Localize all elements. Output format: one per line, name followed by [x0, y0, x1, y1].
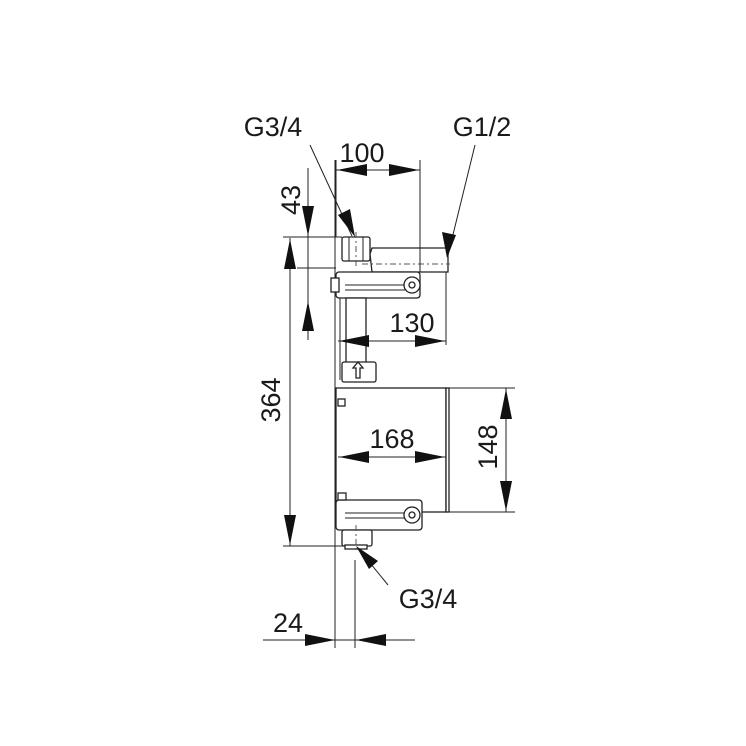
dim-24: 24 [263, 608, 415, 646]
dim-148-label: 148 [473, 424, 503, 469]
bottom-nut [341, 525, 373, 552]
dim-148: 148 [449, 387, 515, 513]
top-outlet-pipe [362, 247, 450, 273]
callout-g34-top: G3/4 [244, 112, 355, 237]
vertical-stem [339, 297, 367, 380]
dim-364-label: 364 [256, 377, 286, 422]
dim-168: 168 [338, 424, 446, 463]
dim-130: 130 [338, 272, 447, 347]
callout-g12: G1/2 [442, 112, 511, 258]
thread-bottom-label: G3/4 [399, 584, 458, 614]
upper-lever [330, 271, 421, 299]
callout-g34-bottom: G3/4 [356, 546, 457, 614]
dim-24-label: 24 [273, 608, 303, 638]
middle-nut [341, 360, 377, 383]
dim-168-label: 168 [369, 424, 414, 454]
dim-130-label: 130 [389, 308, 434, 338]
dim-43-label: 43 [276, 185, 306, 215]
dim-43: 43 [276, 168, 342, 340]
top-nut [341, 232, 371, 268]
lower-lever [335, 492, 423, 531]
main-body [335, 387, 450, 513]
dim-100: 100 [335, 138, 421, 272]
thread-top-right-label: G1/2 [453, 112, 512, 142]
thread-top-left-label: G3/4 [244, 112, 303, 142]
dim-364: 364 [256, 238, 345, 547]
dim-100-label: 100 [339, 138, 384, 168]
